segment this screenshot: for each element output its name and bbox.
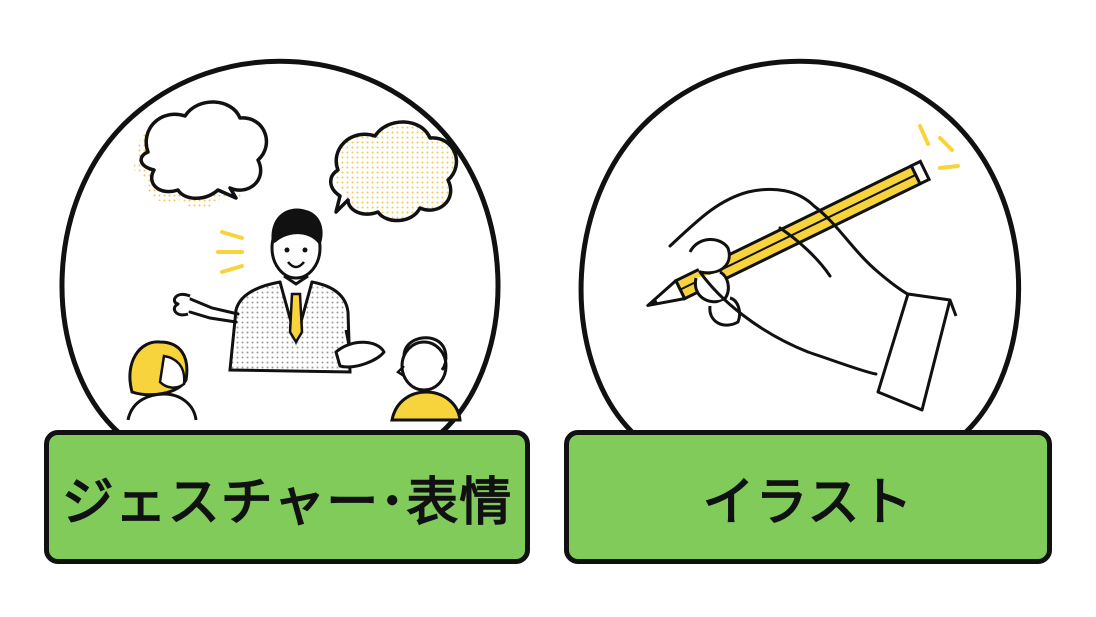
label-box-illustration: イラスト bbox=[564, 430, 1052, 564]
presenter-with-speech-bubbles-icon bbox=[59, 58, 501, 435]
hand-holding-pencil-icon bbox=[578, 58, 1022, 435]
panel-illustration: イラスト bbox=[548, 0, 1096, 617]
panel-gesture-expression: ジェスチャー･表情 bbox=[44, 58, 530, 564]
label-box-gesture-expression: ジェスチャー･表情 bbox=[44, 430, 530, 564]
label-illustration: イラスト bbox=[702, 472, 914, 533]
label-gesture-expression: ジェスチャー･表情 bbox=[61, 472, 513, 533]
